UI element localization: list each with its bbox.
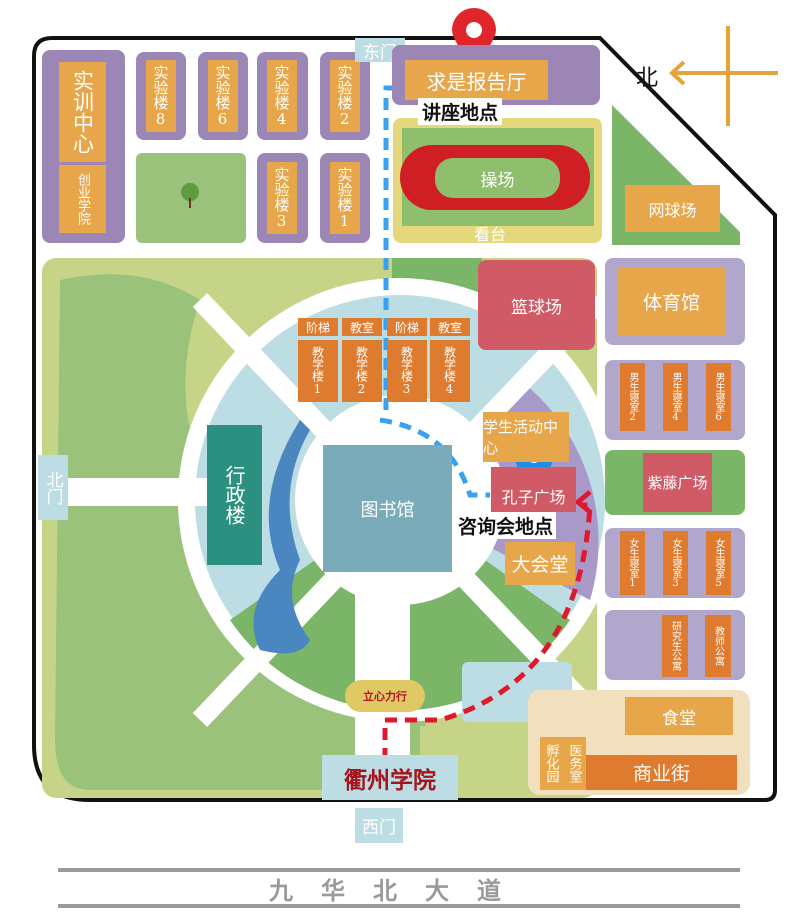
incubator[interactable]: 孵化园 bbox=[540, 737, 562, 790]
clinic[interactable]: 医务室 bbox=[562, 737, 586, 790]
female-dorm-1[interactable]: 女生寝室1 bbox=[620, 531, 645, 595]
lab-building-8[interactable]: 实验楼8 bbox=[146, 60, 176, 132]
teaching-building-3[interactable]: 教学楼3 bbox=[387, 340, 427, 402]
teaching-building-4[interactable]: 教学楼4 bbox=[430, 340, 470, 402]
lab-building-6[interactable]: 实验楼6 bbox=[208, 60, 238, 132]
student-activity-center[interactable]: 学生活动中心 bbox=[483, 412, 569, 462]
male-dorm-4[interactable]: 男生寝室4 bbox=[663, 363, 688, 431]
classroom-label: 教室 bbox=[430, 318, 470, 336]
wisteria-square[interactable]: 紫藤广场 bbox=[643, 453, 712, 512]
training-center[interactable]: 实训中心 bbox=[59, 62, 106, 162]
library[interactable]: 图书馆 bbox=[323, 445, 452, 572]
entrepreneurship-college[interactable]: 创业学院 bbox=[59, 165, 106, 233]
confucius-square[interactable]: 孔子广场 bbox=[491, 467, 576, 512]
west-gate[interactable]: 西门 bbox=[355, 808, 403, 843]
north-road bbox=[40, 478, 220, 506]
canteen[interactable]: 食堂 bbox=[625, 697, 733, 735]
lake bbox=[253, 420, 310, 654]
lecture-room-label: 阶梯 bbox=[387, 318, 427, 336]
male-dorm-2[interactable]: 男生寝室2 bbox=[620, 363, 645, 431]
lecture-room-label: 阶梯 bbox=[298, 318, 338, 336]
female-dorm-3[interactable]: 女生寝室3 bbox=[663, 531, 688, 595]
teaching-building-2[interactable]: 教学楼2 bbox=[342, 340, 382, 402]
grad-apartment[interactable]: 研究生公寓 bbox=[662, 615, 688, 677]
admin-building[interactable]: 行政楼 bbox=[207, 425, 262, 565]
lab-building-1[interactable]: 实验楼1 bbox=[330, 162, 360, 234]
gymnasium[interactable]: 体育馆 bbox=[618, 268, 725, 335]
playground[interactable]: 操场 bbox=[480, 170, 515, 191]
auditorium[interactable]: 大会堂 bbox=[505, 542, 575, 585]
lecture-venue-label: 讲座地点 bbox=[418, 98, 503, 125]
lab-building-2[interactable]: 实验楼2 bbox=[330, 60, 360, 132]
motto-stone: 立心力行 bbox=[345, 680, 425, 712]
teaching-building-1[interactable]: 教学楼1 bbox=[298, 340, 338, 402]
lab-building-3[interactable]: 实验楼3 bbox=[267, 162, 297, 234]
report-hall[interactable]: 求是报告厅 bbox=[405, 60, 548, 100]
west-route bbox=[382, 502, 593, 760]
road-name: 九华北大道 bbox=[269, 876, 529, 905]
female-dorm-5[interactable]: 女生寝室5 bbox=[706, 531, 731, 595]
classroom-label: 教室 bbox=[342, 318, 382, 336]
tree-icon bbox=[181, 183, 199, 201]
school-name-sign: 衢州学院 bbox=[322, 755, 458, 800]
basketball-court[interactable]: 篮球场 bbox=[478, 260, 595, 350]
north-gate[interactable]: 北门 bbox=[38, 455, 68, 520]
compass-icon bbox=[669, 26, 778, 126]
teacher-apartment[interactable]: 教师公寓 bbox=[705, 615, 731, 677]
tennis-court[interactable]: 网球场 bbox=[625, 185, 720, 232]
male-dorm-6[interactable]: 男生寝室6 bbox=[706, 363, 731, 431]
lab-building-4[interactable]: 实验楼4 bbox=[267, 60, 297, 132]
commercial-street[interactable]: 商业街 bbox=[586, 755, 737, 790]
stands: 看台 bbox=[473, 225, 506, 244]
north-label: 北 bbox=[636, 66, 659, 91]
consultation-venue-label: 咨询会地点 bbox=[455, 512, 557, 539]
